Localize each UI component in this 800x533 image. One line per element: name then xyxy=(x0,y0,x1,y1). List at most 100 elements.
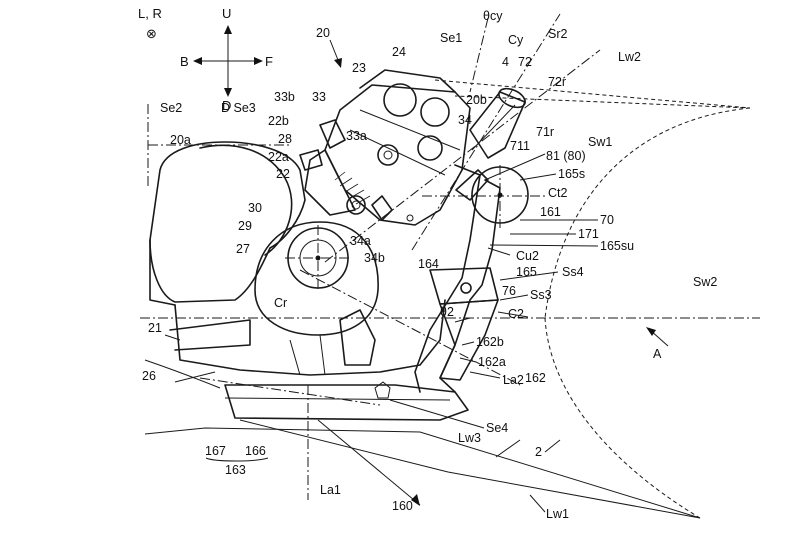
label-33: 33 xyxy=(312,90,326,104)
label-lw2: Lw2 xyxy=(618,50,641,64)
air-cleaner-20a xyxy=(149,141,306,306)
pump-assembly-161 xyxy=(455,165,529,228)
leader-162b xyxy=(461,341,475,346)
bracket-81 xyxy=(455,169,489,201)
valve-33a-center xyxy=(383,150,393,160)
oxygen-sensor-76 xyxy=(460,282,472,294)
leader-se4 xyxy=(389,399,485,429)
leader-165s xyxy=(519,173,557,181)
reference-lines xyxy=(140,13,760,500)
label-la1: La1 xyxy=(320,483,341,497)
valve-33a xyxy=(377,144,399,166)
case-ribs xyxy=(289,334,326,376)
fairing-outline xyxy=(144,79,751,519)
label-20: 20 xyxy=(316,26,330,40)
up-arrowhead-icon xyxy=(224,25,232,34)
label-165su: 165su xyxy=(600,239,634,253)
intake-port-22 xyxy=(304,149,356,216)
camshaft-ex xyxy=(420,97,450,127)
leader-lines xyxy=(164,153,599,513)
label-34b: 34b xyxy=(364,251,385,265)
label-33a: 33a xyxy=(346,129,367,143)
intake-duct-72 xyxy=(469,87,526,159)
air-cleaner-inner-curve xyxy=(199,144,293,256)
label-171: 171 xyxy=(578,227,599,241)
throttle-29-inner xyxy=(351,200,361,210)
leader-lw3 xyxy=(495,439,521,458)
label-27: 27 xyxy=(236,242,250,256)
label-29: 29 xyxy=(238,219,252,233)
drain-bolt xyxy=(374,381,391,399)
label-sr2: Sr2 xyxy=(548,27,568,41)
label-76: 76 xyxy=(502,284,516,298)
crankcase-lower-outline xyxy=(174,299,446,376)
label-ss4: Ss4 xyxy=(562,265,584,279)
axis-front-label: F xyxy=(265,54,273,69)
frame-lower-line xyxy=(144,359,221,389)
duct-71r-line xyxy=(471,104,516,151)
leader-theta2 xyxy=(454,317,471,323)
label-71r: 71r xyxy=(536,125,554,139)
label-se1: Se1 xyxy=(440,31,462,45)
labels: 20 Se1 θcy Cy Sr2 Lw2 4 72 72r 24 23 20b… xyxy=(142,9,717,521)
camshaft-24 xyxy=(383,83,417,117)
down-arrowhead-icon xyxy=(224,88,232,97)
label-theta2: θ2 xyxy=(440,305,454,319)
label-30: 30 xyxy=(248,201,262,215)
label-161: 161 xyxy=(540,205,561,219)
valve-ex xyxy=(417,135,443,161)
label-22: 22 xyxy=(276,167,290,181)
label-70: 70 xyxy=(600,213,614,227)
exhaust-section-162 xyxy=(439,299,499,381)
leader-lw1 xyxy=(529,494,546,513)
head-cover xyxy=(359,69,456,93)
label-22a: 22a xyxy=(268,150,289,164)
leader-81 xyxy=(484,153,546,181)
label-160: 160 xyxy=(392,499,413,513)
label-34a: 34a xyxy=(350,234,371,248)
leader-ss3 xyxy=(499,294,529,301)
label-cr: Cr xyxy=(274,296,287,310)
lower-fairing-curve xyxy=(544,317,701,519)
cylinder-head xyxy=(299,69,471,226)
throttle-29 xyxy=(346,195,366,215)
leader-la2 xyxy=(469,371,501,379)
label-28: 28 xyxy=(278,132,292,146)
label-20b: 20b xyxy=(466,93,487,107)
label-21: 21 xyxy=(148,321,162,335)
axis-up-label: U xyxy=(222,6,231,21)
leader-2 xyxy=(544,439,561,453)
label-ct2: Ct2 xyxy=(548,186,568,200)
label-d-se3: D Se3 xyxy=(221,101,256,115)
label-lw1: Lw1 xyxy=(546,507,569,521)
duct-opening-72r xyxy=(498,87,526,109)
label-163: 163 xyxy=(225,463,246,477)
label-cu2: Cu2 xyxy=(516,249,539,263)
throttle-spring-30 xyxy=(334,171,371,205)
label-34: 34 xyxy=(458,113,472,127)
leader-162a xyxy=(459,357,477,363)
label-164: 164 xyxy=(418,257,439,271)
label-20a: 20a xyxy=(170,133,191,147)
lw1-lower-line xyxy=(144,427,701,519)
tensioner-34a xyxy=(371,195,393,221)
brace-163 xyxy=(205,457,269,462)
head-internal-lines xyxy=(349,109,461,176)
view-a-arrowhead-icon xyxy=(646,327,656,336)
lw3-line xyxy=(239,419,701,519)
leader-c2 xyxy=(497,311,529,318)
cylinder-axis-cy xyxy=(411,13,561,251)
label-167: 167 xyxy=(205,444,226,458)
sensor-28 xyxy=(299,149,323,171)
label-165s: 165s xyxy=(558,167,585,181)
duct-body xyxy=(469,91,526,159)
leader-21 xyxy=(164,334,181,341)
label-72r: 72r xyxy=(548,75,566,89)
label-26: 26 xyxy=(142,369,156,383)
label-a: A xyxy=(653,347,662,361)
axis-lr-symbol-icon: ⊗ xyxy=(146,26,157,41)
label-22b: 22b xyxy=(268,114,289,128)
case-cover xyxy=(339,309,376,366)
front-arrowhead-icon xyxy=(254,57,263,65)
leader-cu2 xyxy=(487,247,511,256)
